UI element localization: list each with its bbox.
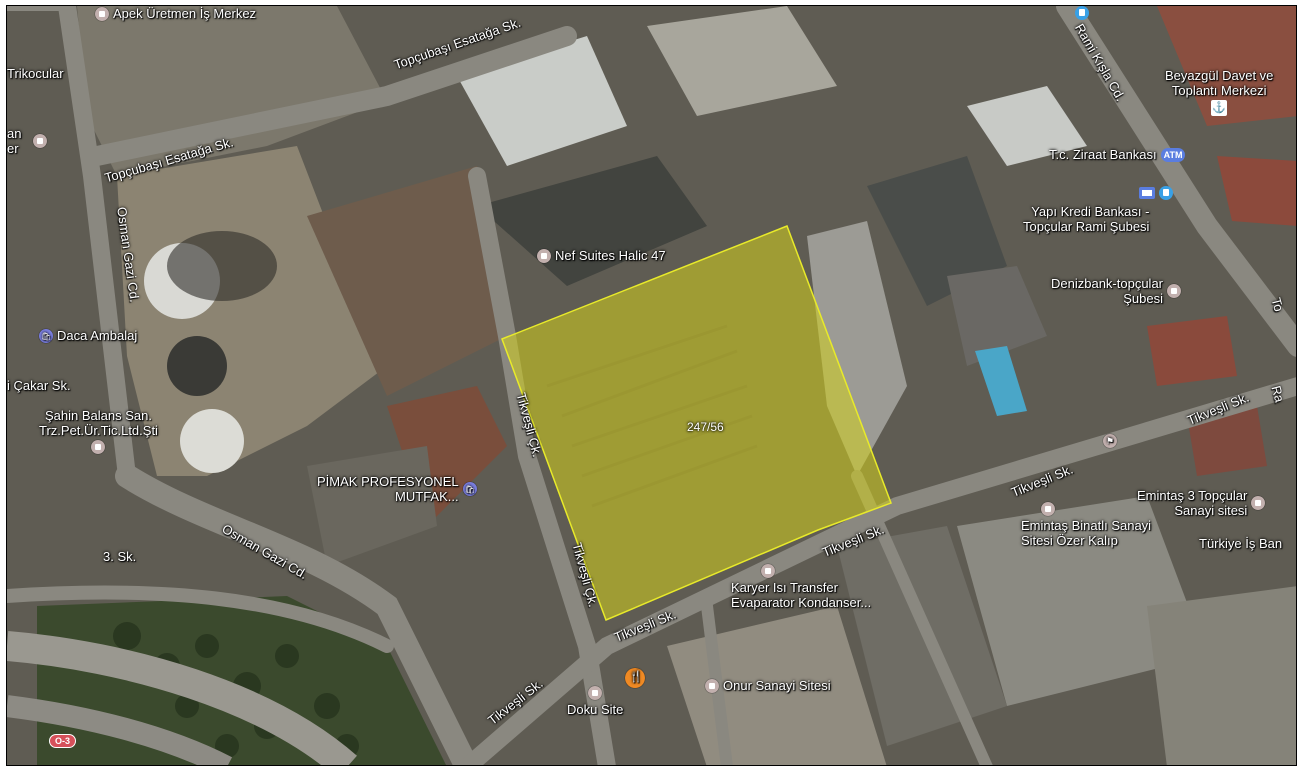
school-icon bbox=[1103, 434, 1117, 448]
atm-icon: ATM bbox=[1160, 147, 1186, 162]
poi-label: T.c. Ziraat Bankası bbox=[1049, 147, 1157, 162]
street-label: Trikocular bbox=[7, 66, 64, 81]
poi-label: Nef Suites Halic 47 bbox=[555, 248, 666, 263]
poi-label: Daca Ambalaj bbox=[57, 328, 138, 343]
poi-label: Yapı Kredi Bankası - Topçular Rami Şubes… bbox=[1023, 204, 1150, 234]
poi-turkiye-is-label[interactable]: Türkiye İş Ban bbox=[1199, 536, 1283, 551]
poi-label: Emintaş Binatlı Sanayi Sitesi Özer Kalıp bbox=[1021, 518, 1152, 548]
poi-label: Şahin Balans San. Trz.Pet.Ür.Tic.Ltd.Şti bbox=[39, 408, 158, 438]
poi-label: PİMAK PROFESYONEL MUTFAK... bbox=[317, 474, 459, 504]
poi-label: Emintaş 3 Topçular Sanayi sitesi bbox=[1137, 488, 1248, 518]
poi-pin-icon bbox=[91, 440, 106, 454]
poi-emintas-binatli[interactable]: Emintaş Binatlı Sanayi Sitesi Özer Kalıp bbox=[1021, 502, 1151, 548]
satellite-map[interactable]: Topçubaşı Esatağa Sk. Topçubaşı Esatağa … bbox=[6, 5, 1297, 766]
poi-apek[interactable]: Apek Üretmen İş Merkez bbox=[95, 6, 256, 21]
poi-pin-icon bbox=[761, 564, 775, 578]
poi-yapi-kredi[interactable]: Yapı Kredi Bankası - Topçular Rami Şubes… bbox=[1023, 204, 1149, 234]
poi-pin-icon bbox=[1251, 496, 1266, 510]
poi-karyer[interactable]: Karyer Isı Transfer Evaparator Kondanser… bbox=[731, 564, 871, 610]
street-label: 3. Sk. bbox=[103, 549, 137, 564]
poi-ziraat[interactable]: T.c. Ziraat Bankası ATM bbox=[1049, 147, 1186, 162]
street-label: an er bbox=[7, 126, 22, 156]
poi-doku[interactable]: Doku Site bbox=[567, 686, 623, 717]
poi-denizbank[interactable]: Denizbank-topçular Şubesi bbox=[1051, 276, 1182, 306]
poi-pin-icon bbox=[705, 678, 719, 693]
poi-sahin[interactable]: Şahin Balans San. Trz.Pet.Ür.Tic.Ltd.Şti bbox=[39, 408, 158, 454]
bus-stop-icon bbox=[1159, 186, 1173, 200]
poi-nef-suites[interactable]: Nef Suites Halic 47 bbox=[537, 248, 666, 263]
poi-beyazgul[interactable]: Beyazgül Davet ve Toplantı Merkezi ⚓ bbox=[1165, 68, 1273, 116]
bus-stop-marker[interactable] bbox=[1139, 186, 1173, 200]
poi-emintas-3[interactable]: Emintaş 3 Topçular Sanayi sitesi bbox=[1137, 488, 1266, 518]
poi-label: Onur Sanayi Sitesi bbox=[723, 678, 831, 693]
bank-icon bbox=[1139, 187, 1155, 199]
poi-pin-icon[interactable] bbox=[33, 134, 47, 148]
poi-restaurant[interactable] bbox=[625, 668, 645, 688]
poi-school[interactable] bbox=[1103, 434, 1117, 448]
poi-label: Doku Site bbox=[567, 702, 624, 717]
bus-stop-icon[interactable] bbox=[1075, 6, 1089, 20]
shopping-bag-icon bbox=[39, 328, 53, 343]
poi-pin-icon bbox=[588, 686, 603, 700]
poi-pin-icon bbox=[1167, 284, 1182, 298]
poi-pimak[interactable]: PİMAK PROFESYONEL MUTFAK... bbox=[317, 474, 477, 504]
poi-onur[interactable]: Onur Sanayi Sitesi bbox=[705, 678, 831, 693]
poi-pin-icon bbox=[537, 248, 551, 263]
poi-label: Beyazgül Davet ve Toplantı Merkezi bbox=[1165, 68, 1274, 98]
poi-pin-icon bbox=[1041, 502, 1055, 516]
parcel-polygon[interactable] bbox=[501, 225, 892, 621]
poi-label: Denizbank-topçular Şubesi bbox=[1051, 276, 1164, 306]
monument-icon: ⚓ bbox=[1211, 100, 1228, 116]
poi-label: Apek Üretmen İş Merkez bbox=[113, 6, 257, 21]
street-label: i Çakar Sk. bbox=[7, 378, 71, 393]
shopping-bag-icon bbox=[462, 482, 477, 496]
parcel-label: 247/56 bbox=[687, 420, 724, 434]
poi-pin-icon bbox=[95, 6, 109, 21]
poi-label: Karyer Isı Transfer Evaparator Kondanser… bbox=[731, 580, 872, 610]
poi-daca[interactable]: Daca Ambalaj bbox=[39, 328, 137, 343]
satellite-imagery bbox=[7, 6, 1296, 765]
highway-shield: O-3 bbox=[49, 734, 77, 748]
restaurant-icon bbox=[625, 668, 645, 688]
